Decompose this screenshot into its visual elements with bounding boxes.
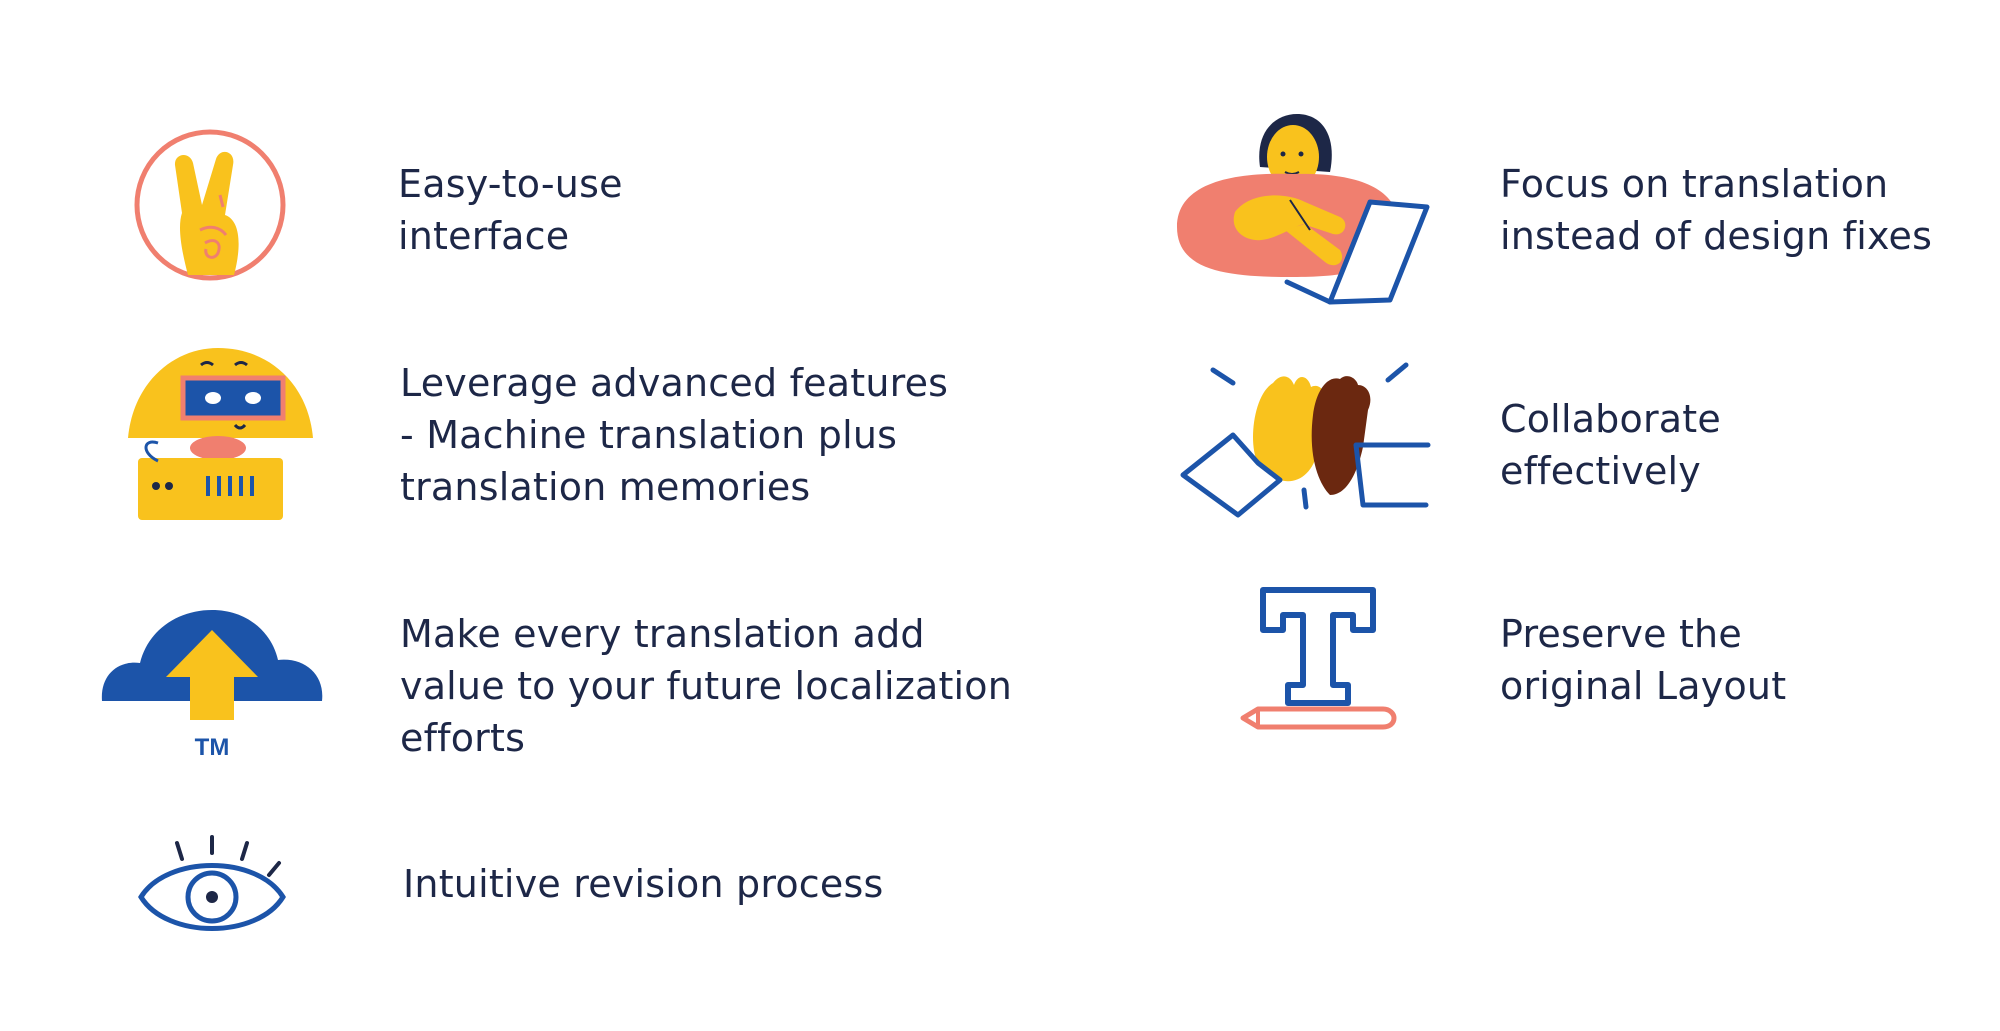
feature-line: original Layout	[1500, 664, 1787, 708]
text-pencil-icon	[1238, 585, 1398, 735]
feature-text: Make every translation add value to your…	[400, 608, 1012, 764]
feature-line: instead of design fixes	[1500, 214, 1933, 258]
feature-line: interface	[398, 214, 570, 258]
feature-text: Preserve the original Layout	[1500, 608, 1786, 712]
eye-icon	[137, 835, 287, 935]
feature-line: Make every translation add	[400, 612, 925, 656]
feature-line: Collaborate	[1500, 397, 1721, 441]
robot-icon	[123, 343, 318, 523]
person-laptop-icon	[1175, 112, 1435, 312]
feature-line: - Machine translation plus	[400, 413, 898, 457]
feature-text: Leverage advanced features - Machine tra…	[400, 357, 948, 513]
tm-label: TM	[195, 734, 230, 761]
feature-line: effectively	[1500, 449, 1701, 493]
cloud-upload-tm-icon: TM	[100, 605, 325, 765]
feature-text: Intuitive revision process	[403, 858, 883, 910]
feature-line: Preserve the	[1500, 612, 1742, 656]
feature-line: efforts	[400, 716, 526, 760]
high-five-icon	[1178, 355, 1438, 525]
feature-text: Focus on translation instead of design f…	[1500, 158, 1932, 262]
feature-text: Collaborate effectively	[1500, 393, 1721, 497]
feature-line: value to your future localization	[400, 664, 1013, 708]
feature-line: translation memories	[400, 465, 811, 509]
feature-line: Focus on translation	[1500, 162, 1889, 206]
feature-line: Easy-to-use	[398, 162, 623, 206]
feature-line: Leverage advanced features	[400, 361, 949, 405]
peace-hand-icon	[130, 125, 290, 285]
feature-text: Easy-to-use interface	[398, 158, 623, 262]
feature-line: Intuitive revision process	[403, 862, 884, 906]
